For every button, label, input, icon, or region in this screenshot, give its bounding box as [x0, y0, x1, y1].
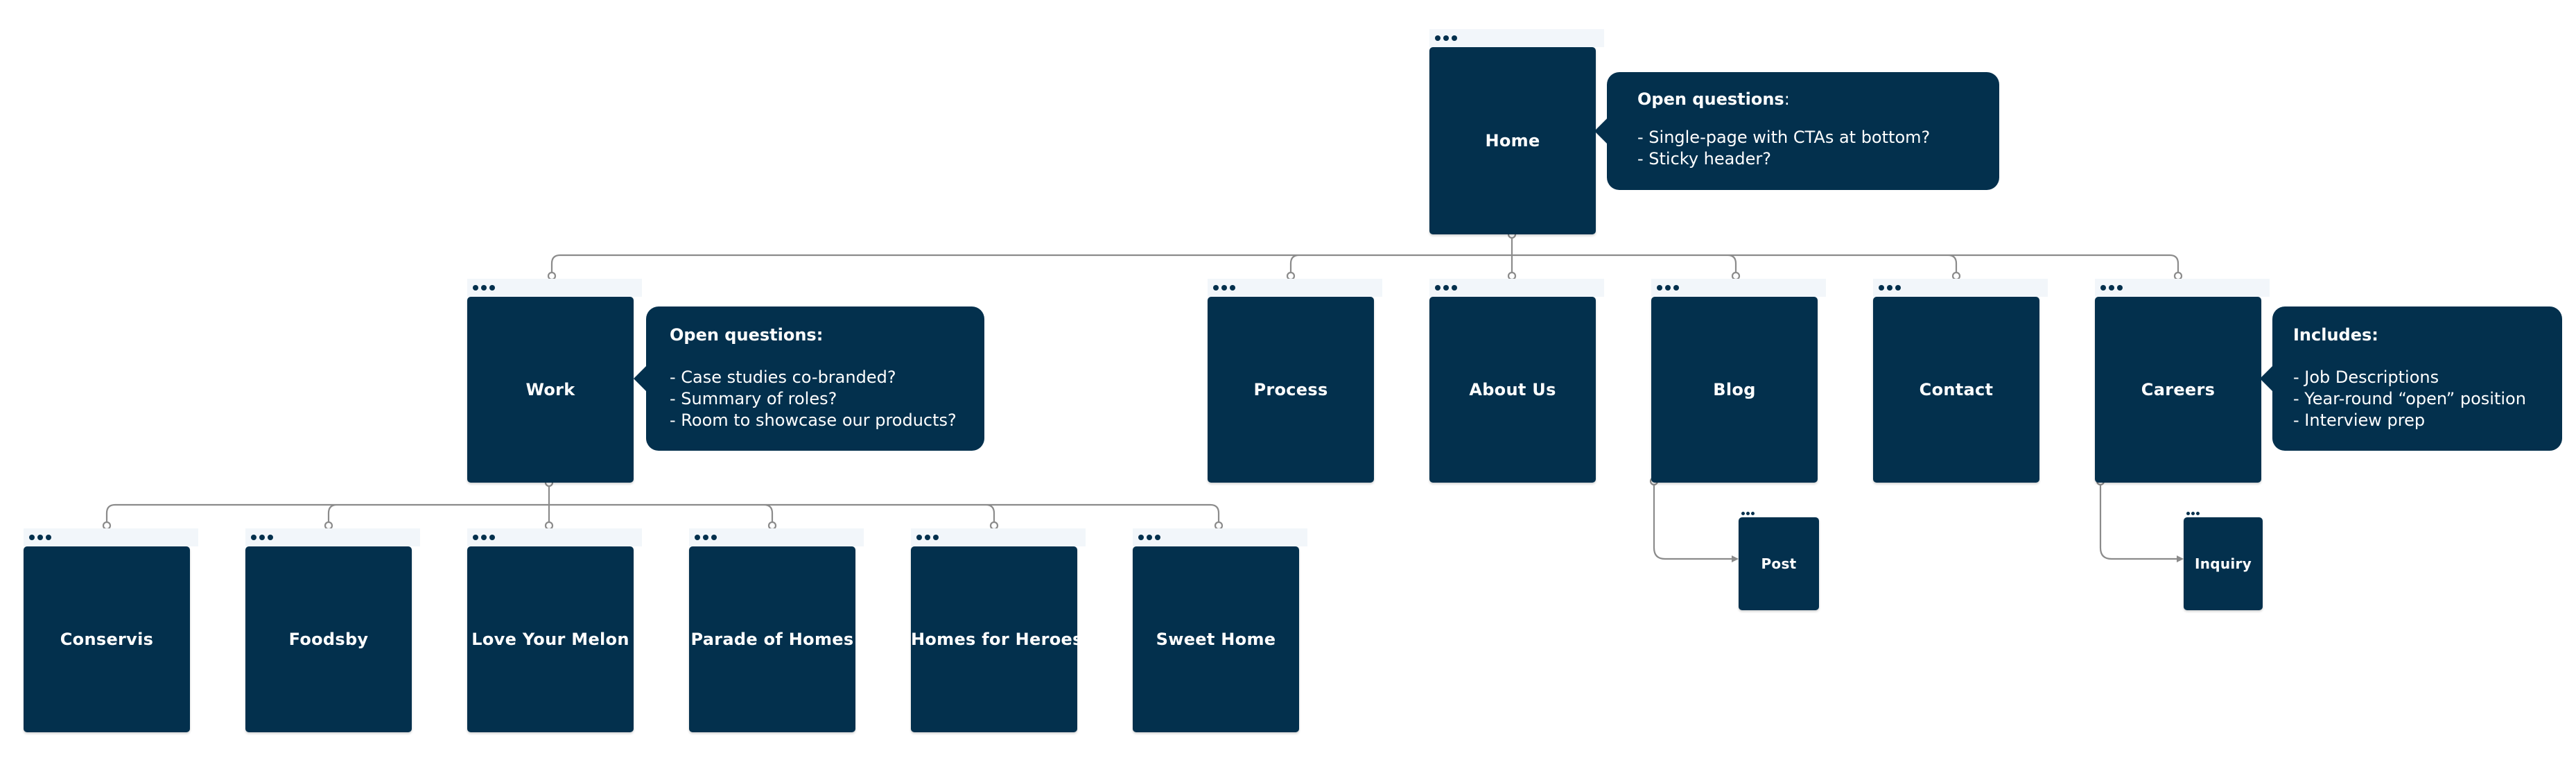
note-item: - Interview prep — [2293, 411, 2426, 430]
window-dots-icon — [2186, 512, 2200, 517]
note-item: - Summary of roles? — [670, 389, 837, 408]
page-process[interactable]: Process — [1208, 279, 1382, 483]
window-dots-icon — [1138, 535, 1160, 540]
page-inquiry[interactable]: Inquiry — [2184, 512, 2265, 610]
page-label: About Us — [1469, 380, 1556, 399]
note-item: - Year-round “open” position — [2293, 389, 2526, 408]
note-item: - Room to showcase our products? — [670, 411, 957, 430]
browser-bar — [1429, 279, 1604, 297]
page-love-your-melon[interactable]: Love Your Melon — [467, 528, 642, 732]
page-foodsby[interactable]: Foodsby — [245, 528, 420, 732]
page-label: Process — [1253, 380, 1328, 399]
page-label: Contact — [1919, 380, 1994, 399]
page-sweet-home[interactable]: Sweet Home — [1133, 528, 1307, 732]
page-parade-of-homes[interactable]: Parade of Homes — [689, 528, 864, 732]
page-label: Careers — [2141, 380, 2216, 399]
note-title: Open questions — [1637, 89, 1784, 109]
browser-bar — [1133, 528, 1307, 546]
window-dots-icon — [2100, 285, 2123, 291]
work-to-case-studies-connector — [105, 483, 1220, 524]
blog-to-post-connector — [1653, 483, 1733, 560]
window-dots-icon — [1741, 512, 1755, 517]
browser-bar — [2095, 279, 2270, 297]
inquiry-arrowhead — [2177, 555, 2184, 562]
note-item: - Job Descriptions — [2293, 368, 2439, 387]
window-dots-icon — [251, 535, 273, 540]
note-home-open-questions: Open questions: - Single-page with CTAs … — [1594, 72, 1999, 190]
browser-bar — [1651, 279, 1826, 297]
browser-bar — [2184, 512, 2265, 517]
window-dots-icon — [695, 535, 717, 540]
page-label: Inquiry — [2194, 555, 2252, 572]
page-post[interactable]: Post — [1739, 512, 1822, 610]
post-arrowhead — [1732, 555, 1739, 562]
page-label: Love Your Melon — [471, 630, 629, 649]
page-work[interactable]: Work — [467, 279, 642, 483]
browser-bar — [467, 279, 642, 297]
browser-bar — [467, 528, 642, 546]
window-dots-icon — [473, 285, 495, 291]
browser-bar — [911, 528, 1086, 546]
page-blog[interactable]: Blog — [1651, 279, 1826, 483]
page-label: Parade of Homes — [690, 630, 854, 649]
note-title: Open questions: — [670, 325, 824, 345]
browser-bar — [1739, 512, 1822, 517]
window-dots-icon — [916, 535, 939, 540]
note-item: - Sticky header? — [1637, 149, 1771, 169]
page-label: Foodsby — [288, 630, 369, 649]
window-dots-icon — [473, 535, 495, 540]
page-careers[interactable]: Careers — [2095, 279, 2270, 483]
note-item: - Case studies co-branded? — [670, 368, 896, 387]
careers-to-inquiry-connector — [2099, 483, 2178, 560]
browser-bar — [24, 528, 198, 546]
browser-bar — [245, 528, 420, 546]
page-label: Home — [1485, 131, 1540, 150]
note-title-colon: : — [1784, 89, 1790, 109]
page-label: Homes for Heroes — [911, 630, 1083, 649]
page-home[interactable]: Home — [1429, 29, 1604, 234]
page-about-us[interactable]: About Us — [1429, 279, 1604, 483]
home-to-level1-connector — [550, 236, 2179, 275]
note-careers-includes: Includes: - Job Descriptions - Year-roun… — [2260, 306, 2562, 451]
note-title: Includes: — [2293, 325, 2378, 345]
page-label: Blog — [1713, 380, 1756, 399]
page-label: Conservis — [60, 630, 154, 649]
browser-bar — [1873, 279, 2048, 297]
window-dots-icon — [1213, 285, 1235, 291]
window-dots-icon — [1435, 285, 1457, 291]
page-label: Sweet Home — [1156, 630, 1276, 649]
window-dots-icon — [1657, 285, 1679, 291]
page-conservis[interactable]: Conservis — [24, 528, 198, 732]
window-dots-icon — [1435, 35, 1457, 41]
note-work-open-questions: Open questions: - Case studies co-brande… — [634, 306, 984, 451]
page-contact[interactable]: Contact — [1873, 279, 2048, 483]
page-label: Work — [525, 380, 575, 399]
window-dots-icon — [1879, 285, 1901, 291]
page-label: Post — [1761, 555, 1797, 572]
note-item: - Single-page with CTAs at bottom? — [1637, 128, 1931, 147]
page-homes-for-heroes[interactable]: Homes for Heroes — [911, 528, 1086, 732]
browser-bar — [1208, 279, 1382, 297]
window-dots-icon — [29, 535, 51, 540]
browser-bar — [1429, 29, 1604, 47]
browser-bar — [689, 528, 864, 546]
